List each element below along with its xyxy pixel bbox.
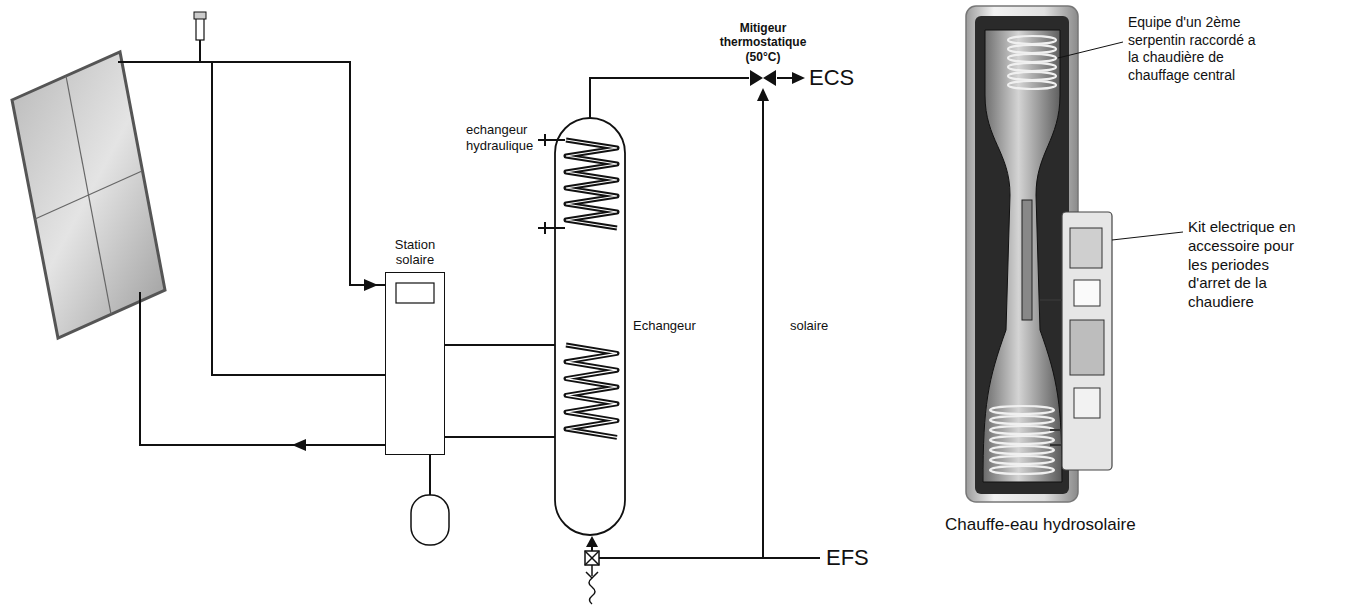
coil-winding bbox=[1008, 54, 1056, 62]
solar-pipe bbox=[445, 344, 565, 346]
coil-winding bbox=[1008, 63, 1056, 71]
coil-winding bbox=[990, 456, 1054, 464]
inlet-valve bbox=[589, 578, 595, 604]
inlet-valve bbox=[585, 551, 599, 604]
coil-winding bbox=[990, 466, 1054, 474]
hydraulic-pipe bbox=[538, 134, 565, 234]
node-heading: Station solaire bbox=[380, 237, 450, 268]
coil-winding bbox=[990, 416, 1054, 424]
inlet-valve bbox=[585, 551, 599, 565]
solar-collector bbox=[12, 52, 165, 338]
flow-arrow bbox=[792, 72, 805, 84]
water-heater-illustration bbox=[975, 16, 1069, 494]
flow-arrow bbox=[364, 279, 378, 291]
coil-winding bbox=[1008, 36, 1056, 44]
solar-collector bbox=[12, 52, 165, 338]
coil-winding bbox=[1008, 45, 1056, 53]
electric-kit bbox=[1074, 388, 1100, 418]
water-heater-illustration bbox=[966, 6, 1078, 502]
hydraulic-pipe bbox=[538, 139, 565, 141]
electric-kit bbox=[1050, 429, 1062, 431]
solar-pipe bbox=[212, 62, 385, 375]
water-pipe bbox=[762, 98, 764, 558]
coil-winding bbox=[566, 345, 617, 437]
coil-winding bbox=[990, 406, 1054, 414]
inlet-valve bbox=[585, 551, 599, 565]
water-pipe bbox=[590, 78, 749, 118]
inlet-valve bbox=[591, 565, 593, 576]
valve-symbol bbox=[763, 70, 776, 86]
flow-label: ECS bbox=[809, 64, 854, 92]
solar-pipe bbox=[445, 436, 565, 438]
water-heater-illustration bbox=[990, 36, 1056, 474]
air-purger bbox=[196, 18, 204, 40]
solar-station: Station solaire bbox=[385, 272, 445, 455]
water-heater-illustration bbox=[1022, 200, 1032, 320]
storage-tank bbox=[555, 118, 625, 535]
hydraulic-pipe bbox=[544, 134, 546, 146]
coil-highlight bbox=[566, 345, 617, 437]
electric-kit bbox=[1040, 299, 1062, 301]
callout-label: solaire bbox=[790, 318, 828, 334]
coil-winding bbox=[566, 140, 617, 228]
node-label: Mitigeur thermostatique bbox=[707, 21, 819, 50]
air-purger bbox=[194, 12, 206, 19]
station-display bbox=[396, 283, 434, 303]
electric-kit bbox=[1062, 212, 1112, 470]
solar-collector bbox=[35, 171, 142, 219]
water-pipe bbox=[590, 78, 820, 558]
electric-kit bbox=[1074, 280, 1100, 306]
solar-pipe bbox=[118, 62, 385, 285]
flow-arrow bbox=[586, 536, 598, 547]
callout-label: Kit electrique en accessoire pour les pe… bbox=[1188, 218, 1306, 312]
thermostatic-mixer: Mitigeur thermostatique(50°C) bbox=[749, 69, 777, 87]
expansion-vessel bbox=[411, 495, 449, 545]
water-pipe bbox=[777, 77, 794, 79]
air-purger bbox=[199, 40, 201, 62]
node-label: Station solaire bbox=[380, 237, 450, 268]
flow-arrow bbox=[292, 279, 378, 451]
flow-arrow bbox=[586, 72, 805, 547]
valve-symbol bbox=[749, 69, 777, 87]
water-heater-illustration bbox=[983, 30, 1062, 482]
solar-pipe bbox=[118, 62, 565, 495]
callout-label: Echangeur bbox=[633, 318, 696, 334]
solar-pipe bbox=[140, 292, 385, 445]
solar-pipe bbox=[429, 455, 431, 495]
flow-label: EFS bbox=[826, 544, 869, 572]
hydraulic-pipe bbox=[538, 227, 565, 229]
hydraulic-pipe bbox=[544, 222, 546, 234]
callout-label: Equipe d'un 2ème serpentin raccordé a la… bbox=[1128, 14, 1260, 84]
flow-arrow bbox=[292, 439, 306, 451]
electric-kit bbox=[1050, 444, 1062, 446]
inlet-valve bbox=[586, 572, 598, 578]
electric-kit bbox=[1070, 228, 1102, 268]
valve-symbol bbox=[750, 70, 763, 86]
leader-line bbox=[1112, 232, 1183, 240]
node-sublabel: (50°C) bbox=[707, 50, 819, 64]
inlet-valve bbox=[585, 551, 599, 565]
air-purger bbox=[194, 12, 206, 62]
flow-arrow bbox=[757, 88, 769, 101]
electric-kit bbox=[1040, 212, 1112, 470]
callout-label: echangeur hydraulique bbox=[466, 122, 540, 155]
figure-caption: Chauffe-eau hydrosolaire bbox=[945, 514, 1136, 535]
coil-winding bbox=[990, 426, 1054, 434]
water-pipe bbox=[599, 557, 820, 559]
coil-winding bbox=[1008, 72, 1056, 80]
coil-winding bbox=[990, 446, 1054, 454]
node-heading: Mitigeur thermostatique(50°C) bbox=[707, 21, 819, 64]
coil-highlight bbox=[566, 140, 617, 228]
coil-winding bbox=[990, 436, 1054, 444]
heat-exchanger-coil bbox=[566, 140, 617, 437]
electric-kit bbox=[1070, 320, 1104, 375]
coil-winding bbox=[1008, 81, 1056, 89]
leader-line bbox=[1058, 42, 1123, 58]
